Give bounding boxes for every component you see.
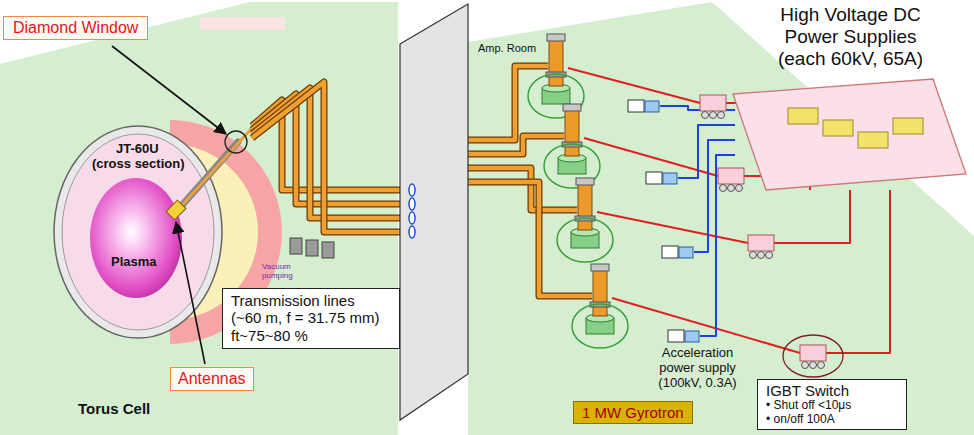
gyrotron-symbol	[528, 34, 628, 348]
power-wiring	[612, 298, 800, 353]
transmission-line	[468, 136, 564, 154]
floor-regions	[468, 2, 974, 435]
acceleration-supply-symbol	[646, 172, 677, 184]
power-supply-block: High Voltage DC Power Supplies(each 60kV…	[728, 2, 972, 196]
vacuum-pump	[322, 242, 334, 258]
tokamak-cross-section	[166, 200, 186, 220]
tokamak-cross-section	[54, 126, 222, 338]
gyrotron-symbol	[572, 264, 628, 348]
floor-regions	[200, 17, 285, 30]
acceleration-supply-symbol	[628, 100, 699, 342]
vacuum-pump	[290, 238, 334, 258]
gyrotron-symbol	[557, 178, 613, 262]
box-title: Transmission lines	[231, 292, 391, 309]
shield-wall	[409, 184, 415, 196]
shield-wall	[409, 226, 415, 238]
supply-unit	[788, 108, 818, 124]
power-wiring	[826, 190, 890, 353]
supply-unit	[893, 118, 923, 134]
housing-outline	[733, 79, 966, 190]
acceleration-supply-symbol	[668, 330, 699, 342]
leader-arrow	[112, 46, 226, 134]
power-wiring	[774, 190, 850, 243]
shield-wall	[409, 212, 415, 224]
igbt-switch-symbol	[718, 168, 744, 192]
transmission-line	[252, 82, 402, 232]
power-wiring	[568, 68, 700, 103]
shield-wall	[400, 4, 468, 420]
info-box: IGBT Switch• Shut off <10μs• on/off 100A	[757, 379, 907, 430]
box-text: (each 60kV, 65A)	[758, 48, 943, 70]
leader-arrow	[112, 46, 226, 364]
igbt-switch-symbol	[748, 235, 774, 259]
region-label: Plasma	[111, 255, 157, 270]
transmission-line	[468, 66, 548, 140]
room-label: Amp. Room	[478, 42, 536, 55]
supply-unit	[823, 120, 853, 136]
box-title: Diamond Window	[13, 19, 138, 37]
power-wiring	[694, 140, 735, 252]
callout-box: Antennas	[170, 367, 254, 391]
device-name: JT-60U	[114, 142, 161, 157]
info-box: Transmission lines(~60 m, f = 31.75 mm) …	[222, 288, 400, 349]
component-label: 1 MW Gyrotron	[573, 401, 693, 424]
vacuum-pump	[306, 240, 318, 256]
component-note: Acceleration power supply (100kV, 0.3A)	[650, 346, 745, 391]
supply-unit	[858, 132, 888, 148]
tokamak-cross-section	[90, 178, 182, 298]
box-text: • on/off 100A	[766, 413, 898, 427]
callout-box: Diamond Window	[3, 16, 148, 40]
tokamak-cross-section	[225, 131, 247, 153]
acceleration-supply-symbol	[662, 246, 693, 258]
box-title: 1 MW Gyrotron	[582, 404, 684, 421]
shield-wall	[409, 198, 415, 210]
transmission-line	[468, 136, 564, 154]
acceleration-supply-symbol	[628, 100, 659, 112]
power-wiring	[597, 212, 748, 243]
igbt-switch-symbol	[700, 95, 726, 119]
component-note: Vacuum pumping	[262, 262, 300, 280]
leader-arrow	[176, 222, 205, 364]
transmission-line	[468, 66, 548, 140]
gyrotron-symbol	[544, 104, 600, 188]
power-supply-housing	[728, 78, 972, 194]
shield-wall	[400, 4, 468, 420]
box-text: • Shut off <10μs	[766, 399, 898, 413]
tokamak-cross-section	[62, 134, 214, 330]
transmission-line	[252, 82, 402, 232]
box-title: High Voltage DC Power Supplies	[758, 4, 943, 48]
text-group: High Voltage DC Power Supplies(each 60kV…	[758, 2, 943, 70]
device-note: (cross section)	[90, 157, 186, 172]
box-title: Antennas	[178, 370, 246, 388]
box-title: IGBT Switch	[766, 382, 898, 399]
room-label: Torus Cell	[78, 400, 150, 417]
igbt-switch-symbol	[783, 335, 843, 377]
tokamak-cross-section	[176, 128, 252, 212]
vacuum-pump	[290, 238, 302, 254]
igbt-switch-symbol	[800, 345, 826, 369]
box-text: (~60 m, f = 31.75 mm) ft~75~80 %	[231, 309, 391, 344]
